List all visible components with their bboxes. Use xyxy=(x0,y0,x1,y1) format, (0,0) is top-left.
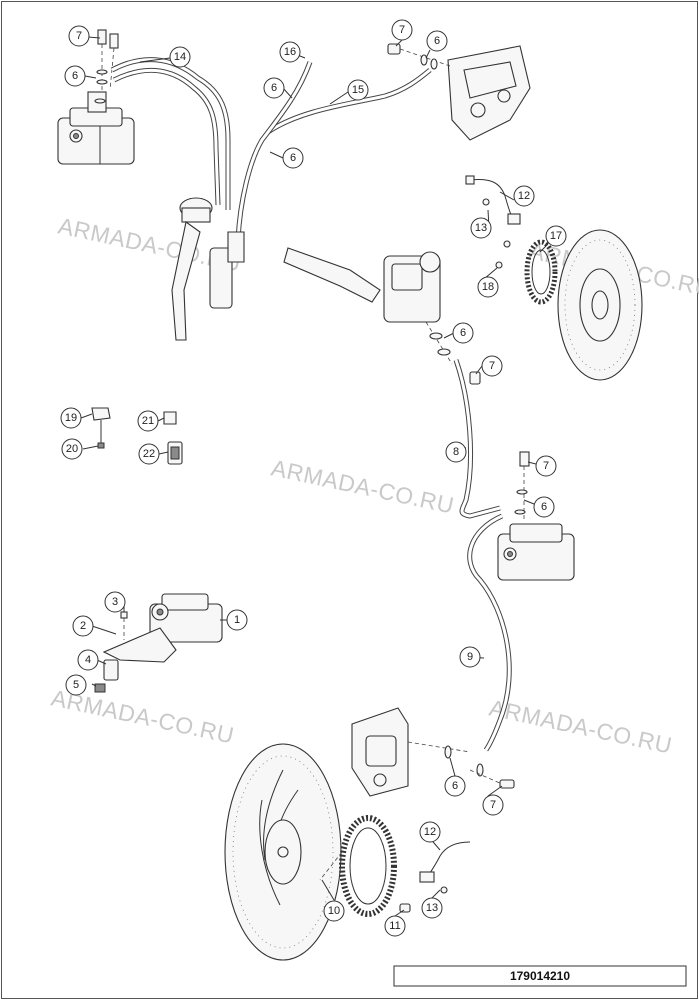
front-abs-unit xyxy=(497,451,575,581)
rear-brake-disc xyxy=(557,229,643,381)
callout-7-top-right: 7 xyxy=(399,24,405,36)
rear-abs-ring xyxy=(524,239,558,305)
top-abs-fittings xyxy=(94,29,119,104)
callout-8: 8 xyxy=(453,446,459,458)
callout-19: 19 xyxy=(65,412,77,424)
callout-14: 14 xyxy=(174,51,186,63)
drawing-number-box: 179014210 xyxy=(393,965,687,987)
front-abs-ring xyxy=(319,815,397,917)
callout-7-front-caliper: 7 xyxy=(490,799,496,811)
callout-7-top-left: 7 xyxy=(76,30,82,42)
callout-12-front: 12 xyxy=(424,826,436,838)
callout-circles xyxy=(60,19,567,937)
callout-6-front-caliper: 6 xyxy=(452,780,458,792)
callout-21: 21 xyxy=(142,415,154,427)
callout-10: 10 xyxy=(328,905,340,917)
callout-3: 3 xyxy=(112,596,118,608)
callout-5: 5 xyxy=(73,679,79,691)
callout-11: 11 xyxy=(389,920,400,932)
front-wheel-sensor xyxy=(399,841,471,913)
callout-16: 16 xyxy=(284,46,296,58)
front-brake-caliper xyxy=(351,707,515,797)
callout-6-front-abs: 6 xyxy=(541,501,547,513)
callout-15: 15 xyxy=(352,84,364,96)
callout-13-front: 13 xyxy=(426,902,438,914)
callout-13-rear: 13 xyxy=(475,222,487,234)
callout-12-rear: 12 xyxy=(518,190,530,202)
callout-17: 17 xyxy=(550,230,562,242)
callout-6-upper-mid: 6 xyxy=(271,82,277,94)
rear-master-cylinder xyxy=(171,197,245,341)
small-parts-19-22 xyxy=(91,407,183,465)
watermark-3: ARMADA-CO.RU xyxy=(269,454,457,518)
callout-22: 22 xyxy=(143,448,155,460)
top-abs-unit xyxy=(57,91,135,165)
rear-wheel-sensor xyxy=(465,175,521,269)
callout-7-front-abs: 7 xyxy=(543,460,549,472)
callout-4: 4 xyxy=(85,654,91,666)
callouts: 7 6 14 16 6 15 6 7 6 12 13 17 18 6 7 8 7… xyxy=(60,19,567,937)
front-brake-lever xyxy=(283,247,481,385)
callout-6-top-left: 6 xyxy=(72,70,78,82)
callout-7-lever: 7 xyxy=(489,360,495,372)
front-brake-disc xyxy=(224,743,342,961)
callout-9: 9 xyxy=(467,651,473,663)
callout-6-mid: 6 xyxy=(290,152,296,164)
callout-18: 18 xyxy=(482,281,494,293)
rear-brake-caliper xyxy=(387,43,531,141)
drawing-number: 179014210 xyxy=(510,969,570,983)
callout-2: 2 xyxy=(80,620,86,632)
callout-1: 1 xyxy=(234,614,240,626)
callout-6-top-right: 6 xyxy=(434,35,440,47)
callout-6-lever: 6 xyxy=(460,327,466,339)
callout-20: 20 xyxy=(66,443,78,455)
watermark-5: ARMADA-CO.RU xyxy=(487,694,675,758)
